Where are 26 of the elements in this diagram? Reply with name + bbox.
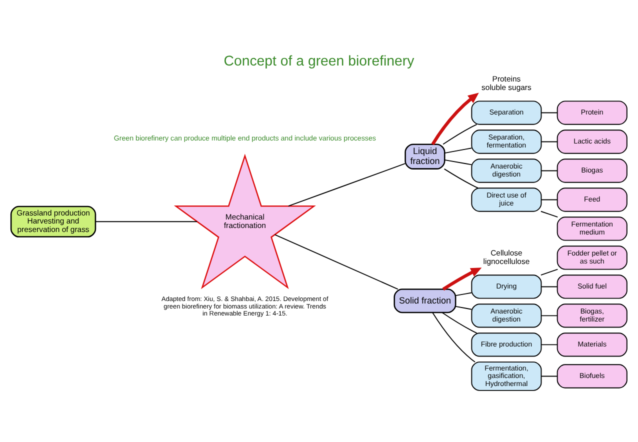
- connector: [95, 221, 198, 222]
- connector: [540, 210, 558, 218]
- connector: [274, 234, 398, 290]
- node-box: Solid fraction: [394, 288, 456, 314]
- connector: [455, 292, 472, 296]
- arrow: [442, 268, 482, 291]
- connector: [444, 148, 472, 154]
- connector: [432, 312, 476, 362]
- connector: [540, 170, 558, 172]
- connector: [455, 306, 472, 310]
- connector: [540, 268, 558, 276]
- connector: [540, 315, 558, 316]
- connector: [540, 199, 558, 200]
- arrow: [431, 92, 479, 146]
- connector: [540, 112, 558, 114]
- node-box: Liquid fraction: [404, 144, 446, 170]
- connector: [442, 124, 478, 145]
- connector: [540, 344, 558, 346]
- connector: [444, 168, 479, 189]
- connector: [540, 141, 558, 142]
- diagram-title: Concept of a green biorefinery: [224, 53, 414, 70]
- connector: [288, 163, 406, 207]
- connector: [444, 159, 472, 166]
- connector: [540, 376, 558, 377]
- connector: [442, 312, 478, 334]
- connector: [540, 286, 558, 288]
